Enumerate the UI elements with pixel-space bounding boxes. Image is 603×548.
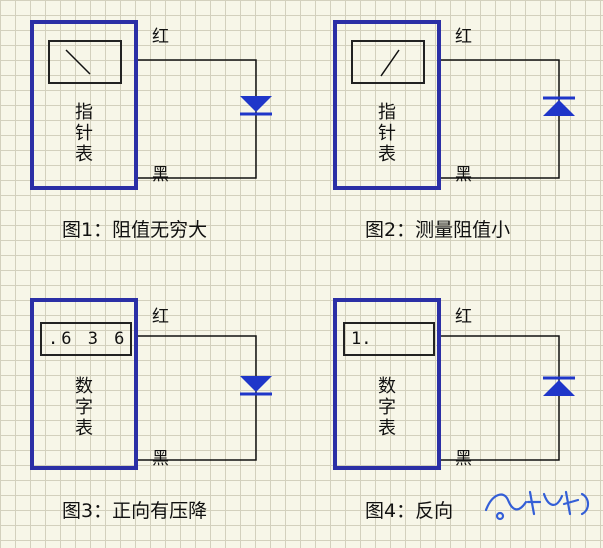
- circuit-2: [441, 59, 575, 179]
- meter-label-char: 数: [378, 376, 396, 397]
- meter-label-char: 表: [75, 144, 93, 165]
- meter-label-char: 数: [75, 376, 93, 397]
- analog-display: [351, 40, 425, 84]
- multimeter-body: .6 3 6 数 字 表: [30, 298, 138, 470]
- wire-red: [138, 335, 257, 461]
- caption: 图3：正向有压降: [62, 500, 208, 522]
- analog-display: [48, 40, 122, 84]
- needle: [65, 49, 91, 75]
- probe-black-label: 黑: [152, 165, 169, 185]
- multimeter-body: 1. 数 字 表: [333, 298, 441, 470]
- meter-label-char: 针: [75, 123, 93, 144]
- display-value: .6 3 6: [48, 329, 128, 349]
- meter-label-char: 表: [75, 418, 93, 439]
- panel-1: 指 针 表 红 黑 图1：阻值无穷大: [0, 0, 300, 264]
- probe-red-label: 红: [152, 307, 169, 327]
- display-value: 1.: [351, 329, 372, 349]
- circuit-4: [441, 335, 575, 461]
- panel-4: 1. 数 字 表 红 黑 图4：反向: [303, 284, 603, 548]
- meter-label-char: 字: [75, 397, 93, 418]
- panel-3: .6 3 6 数 字 表 红 黑 图3：正向有压降: [0, 284, 300, 548]
- probe-black-label: 黑: [152, 449, 169, 469]
- diode-triangle: [543, 100, 575, 116]
- probe-red-label: 红: [455, 307, 472, 327]
- meter-label-char: 表: [378, 418, 396, 439]
- meter-label-char: 指: [75, 102, 93, 123]
- probe-red-label: 红: [455, 27, 472, 47]
- needle: [380, 49, 400, 77]
- meter-label: 指 针 表: [34, 102, 134, 165]
- meter-label-char: 表: [378, 144, 396, 165]
- multimeter-body: 指 针 表: [30, 20, 138, 190]
- probe-red-label: 红: [152, 27, 169, 47]
- probe-black-label: 黑: [455, 449, 472, 469]
- circuit-1: [138, 59, 272, 179]
- caption: 图4：反向: [365, 500, 454, 522]
- meter-label-char: 针: [378, 123, 396, 144]
- caption: 图2：测量阻值小: [365, 219, 511, 241]
- meter-label-char: 指: [378, 102, 396, 123]
- caption: 图1：阻值无穷大: [62, 219, 208, 241]
- diode-triangle: [240, 96, 272, 112]
- wire-red: [138, 59, 257, 179]
- probe-black-label: 黑: [455, 165, 472, 185]
- digital-display: .6 3 6: [40, 322, 132, 356]
- meter-label: 数 字 表: [337, 376, 437, 439]
- panel-2: 指 针 表 红 黑 图2：测量阻值小: [303, 0, 603, 264]
- meter-label-char: 字: [378, 397, 396, 418]
- multimeter-body: 指 针 表: [333, 20, 441, 190]
- wire-red: [441, 335, 560, 461]
- meter-label: 数 字 表: [34, 376, 134, 439]
- meter-label: 指 针 表: [337, 102, 437, 165]
- watermark-logo: [484, 490, 590, 521]
- wire-red: [441, 59, 560, 179]
- diode-triangle: [240, 376, 272, 392]
- diode-triangle: [543, 380, 575, 396]
- digital-display: 1.: [343, 322, 435, 356]
- circuit-3: [138, 335, 272, 461]
